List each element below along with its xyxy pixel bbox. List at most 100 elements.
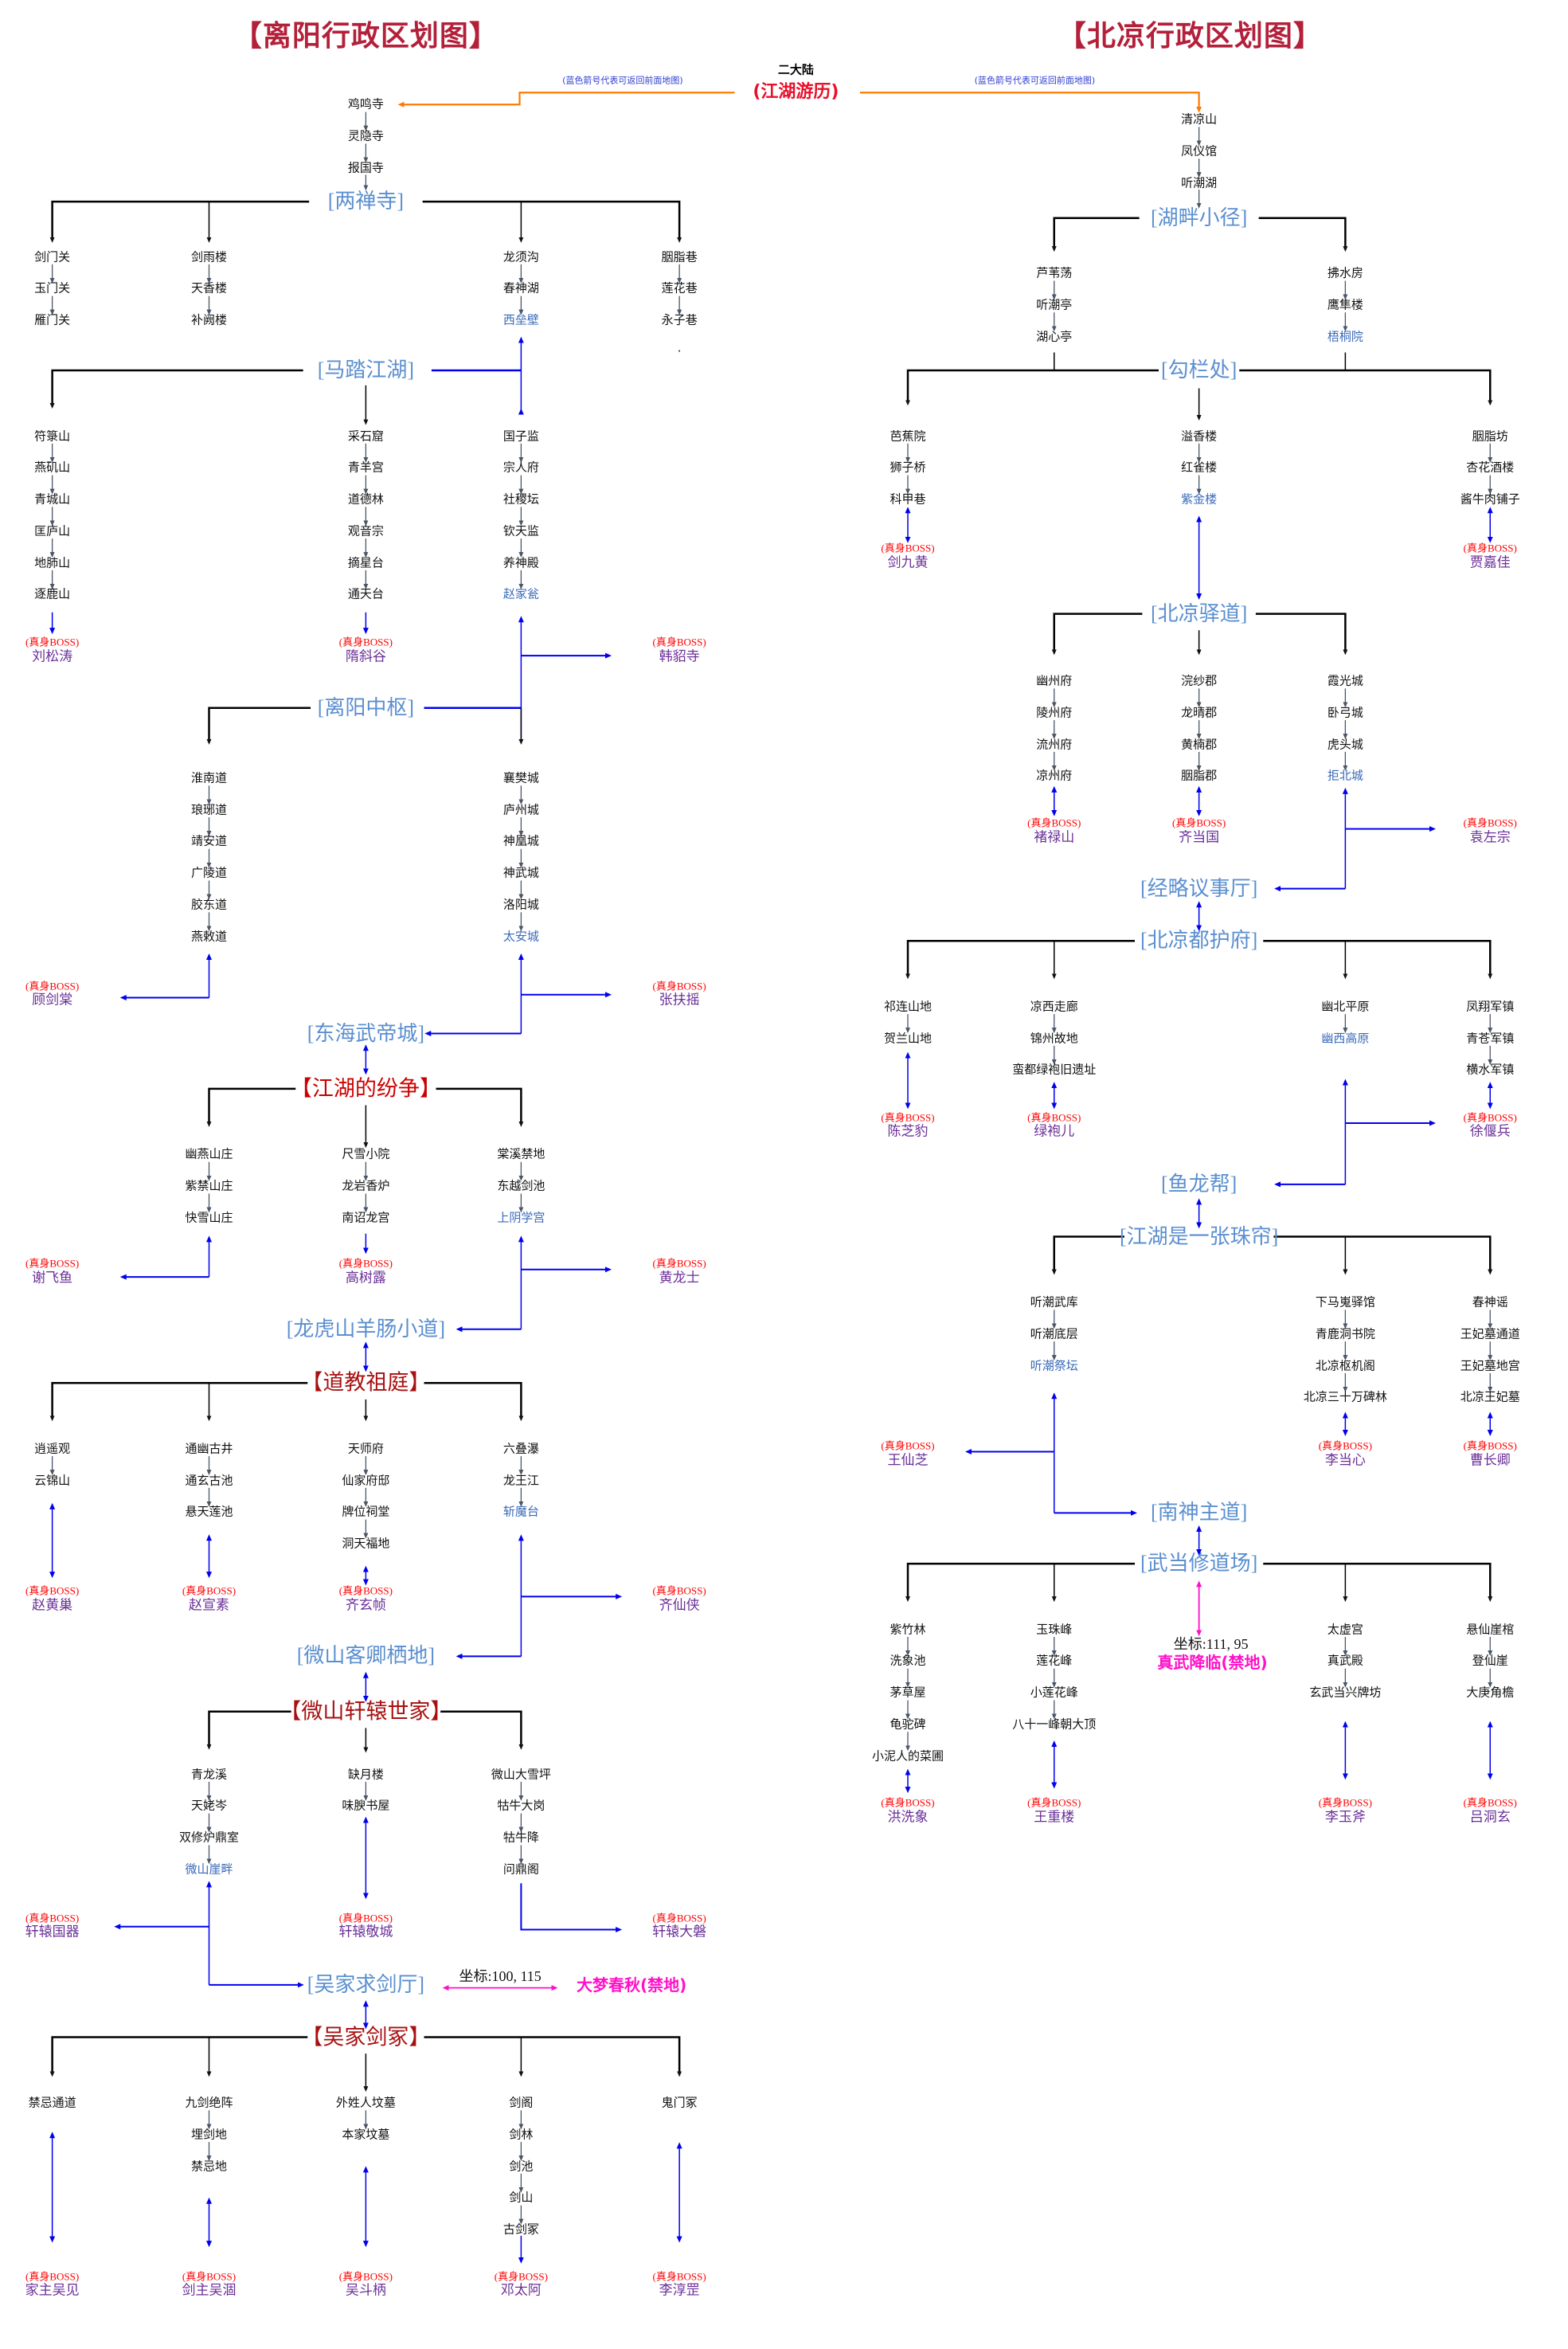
location-node[interactable]: 科甲巷 (890, 491, 926, 507)
boss-name[interactable]: 洪洗象 (887, 1809, 929, 1826)
location-node[interactable]: 天香楼 (190, 280, 228, 296)
boss-name[interactable]: 赵宣素 (189, 1597, 229, 1614)
location-node[interactable]: 胭脂郡 (1181, 768, 1218, 783)
location-node[interactable]: 北凉王妃墓 (1460, 1389, 1520, 1404)
location-node[interactable]: 道德林 (347, 491, 384, 507)
location-node[interactable]: 凤翔军镇 (1466, 999, 1515, 1014)
location-node[interactable]: 报国寺 (347, 160, 384, 175)
location-node[interactable]: 悬天莲池 (185, 1504, 233, 1519)
location-node[interactable]: 酱牛肉铺子 (1460, 491, 1520, 507)
location-node[interactable]: 锦州故地 (1030, 1031, 1078, 1045)
location-node[interactable]: 青羊宫 (347, 460, 384, 475)
start-node[interactable]: (江湖游历) (753, 82, 839, 103)
location-node[interactable]: 青龙溪 (190, 1767, 228, 1781)
location-node[interactable]: 紫金楼 (1181, 491, 1218, 507)
boss-name[interactable]: 黄龙士 (659, 1270, 700, 1286)
hub-node[interactable]: [微山客卿栖地] (296, 1644, 436, 1668)
location-node[interactable]: 通玄古池 (185, 1473, 233, 1487)
boss-name[interactable]: 齐仙侠 (659, 1597, 700, 1614)
hub-node[interactable]: [离阳中枢] (317, 695, 415, 719)
location-node[interactable]: 六叠瀑 (502, 1441, 539, 1456)
location-node[interactable]: 鹰隼楼 (1327, 297, 1363, 312)
location-node[interactable]: 王妃墓地宫 (1460, 1358, 1520, 1372)
location-node[interactable]: 卧弓城 (1327, 705, 1363, 720)
location-node[interactable]: 东越剑池 (497, 1178, 545, 1193)
boss-name[interactable]: 王仙芝 (887, 1452, 929, 1469)
location-node[interactable]: 凉西走廊 (1030, 999, 1078, 1014)
location-node[interactable]: 斩魔台 (502, 1504, 539, 1519)
location-node[interactable]: 鸡鸣寺 (347, 96, 384, 112)
location-node[interactable]: 莲花巷 (661, 280, 698, 296)
location-node[interactable]: 天姥岑 (190, 1798, 228, 1813)
boss-name[interactable]: 赵黄巢 (32, 1597, 73, 1614)
location-node[interactable]: 溢香楼 (1181, 429, 1218, 443)
hub-node[interactable]: [马踏江湖] (317, 358, 415, 382)
hub-node[interactable]: [龙虎山羊肠小道] (286, 1317, 446, 1341)
hub-node[interactable]: [经略议事厅] (1140, 876, 1258, 900)
location-node[interactable]: 摘星台 (347, 555, 384, 570)
location-node[interactable]: 地肺山 (34, 555, 71, 570)
boss-name[interactable]: 李玉斧 (1324, 1809, 1366, 1826)
location-node[interactable]: 清凉山 (1181, 112, 1218, 127)
hub-node[interactable]: [东海武帝城] (307, 1021, 425, 1045)
location-node[interactable]: 流州府 (1036, 737, 1073, 751)
boss-name[interactable]: 剑九黄 (887, 554, 929, 571)
location-node[interactable]: 北凉枢机阁 (1315, 1358, 1375, 1372)
boss-name[interactable]: 吕洞玄 (1469, 1809, 1511, 1826)
location-node[interactable]: 社稷坛 (502, 491, 539, 507)
boss-name[interactable]: 曹长卿 (1469, 1452, 1511, 1469)
boss-name[interactable]: 袁左宗 (1469, 829, 1511, 846)
boss-name[interactable]: 高树露 (345, 1270, 386, 1286)
location-node[interactable]: 幽燕山庄 (185, 1146, 233, 1161)
hub-node[interactable]: [鱼龙帮] (1160, 1172, 1238, 1196)
location-node[interactable]: 剑门关 (34, 249, 71, 264)
location-node[interactable]: 青城山 (34, 491, 71, 507)
location-node[interactable]: 通天台 (347, 586, 384, 601)
location-node[interactable]: 埋剑地 (190, 2127, 228, 2142)
boss-name[interactable]: 隋斜谷 (345, 648, 386, 665)
location-node[interactable]: 棠溪禁地 (497, 1146, 545, 1161)
location-node[interactable]: 双修炉鼎室 (178, 1830, 240, 1845)
location-node[interactable]: 八十一峰朝大顶 (1012, 1717, 1097, 1732)
location-node[interactable]: 听潮湖 (1181, 175, 1218, 190)
location-node[interactable]: 霞光城 (1327, 673, 1363, 688)
location-node[interactable]: 淮南道 (190, 770, 228, 785)
location-node[interactable]: 蛮都绿袍旧遗址 (1012, 1062, 1097, 1077)
location-node[interactable]: 莲花峰 (1036, 1653, 1073, 1668)
location-node[interactable]: 符箓山 (34, 429, 71, 443)
location-node[interactable]: 小泥人的菜圃 (871, 1748, 944, 1764)
hub-node[interactable]: [吴家求剑厅] (307, 1972, 425, 1996)
location-node[interactable]: 杏花酒楼 (1466, 460, 1515, 475)
location-node[interactable]: 祁连山地 (883, 999, 933, 1014)
boss-name[interactable]: 齐玄帧 (345, 1597, 386, 1614)
location-node[interactable]: 黄楠郡 (1181, 737, 1218, 751)
location-node[interactable]: 灵隐寺 (347, 128, 384, 143)
location-node[interactable]: 牯牛降 (502, 1830, 539, 1845)
location-node[interactable]: 听潮祭坛 (1030, 1358, 1078, 1372)
boss-name[interactable]: 轩辕敬城 (338, 1924, 393, 1940)
boss-name[interactable]: 张扶摇 (659, 992, 700, 1008)
hub-node[interactable]: [湖畔小径] (1150, 206, 1248, 229)
location-node[interactable]: 春神湖 (502, 280, 539, 296)
location-node[interactable]: 春神谣 (1472, 1294, 1508, 1310)
boss-name[interactable]: 家主吴见 (25, 2282, 80, 2299)
location-node[interactable]: 茅草屋 (890, 1685, 926, 1700)
location-node[interactable]: 狮子桥 (890, 460, 926, 475)
location-node[interactable]: 燕矶山 (34, 460, 71, 475)
boss-name[interactable]: 褚禄山 (1034, 829, 1075, 846)
hub-node[interactable]: [勾栏处] (1160, 358, 1238, 382)
location-node[interactable]: 本家坟墓 (342, 2127, 390, 2142)
location-node[interactable]: 逍遥观 (34, 1441, 71, 1456)
location-node[interactable]: 梧桐院 (1327, 329, 1363, 344)
location-node[interactable]: 匡庐山 (34, 523, 71, 538)
location-node[interactable]: 琅琊道 (190, 802, 228, 817)
boss-name[interactable]: 吴斗柄 (345, 2282, 386, 2299)
boss-name[interactable]: 刘松涛 (32, 648, 73, 665)
location-node[interactable]: 缺月楼 (347, 1767, 384, 1781)
location-node[interactable]: 南诏龙宫 (342, 1210, 390, 1225)
location-node[interactable]: 听潮底层 (1030, 1326, 1078, 1341)
location-node[interactable]: 牯牛大岗 (497, 1798, 545, 1813)
location-node[interactable]: 小莲花峰 (1030, 1685, 1078, 1700)
location-node[interactable]: 湖心亭 (1036, 329, 1073, 344)
location-node[interactable]: 玉门关 (34, 280, 71, 296)
